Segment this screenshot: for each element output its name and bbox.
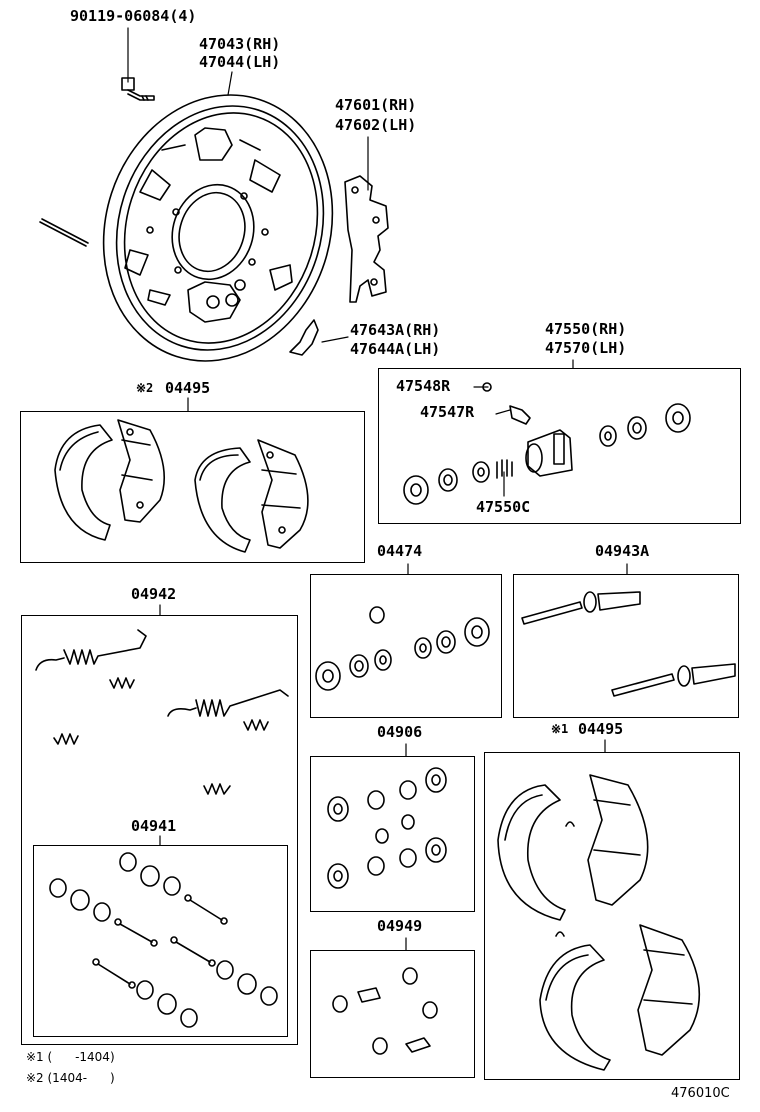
label-shoe-kit-top-mark: ※2 [136, 381, 154, 395]
label-plate-lh: 47044(LH) [199, 53, 281, 71]
label-cap: 47548R [396, 377, 451, 395]
label-bolt: 90119-06084(4) [70, 7, 197, 25]
label-bleeder: 47547R [420, 403, 475, 421]
diagram-code: 476010C [671, 1086, 730, 1101]
leader-lines [127, 27, 628, 951]
label-shoe-kit-top: 04495 [165, 379, 211, 397]
box-kit-04943a [513, 574, 739, 718]
shoe-set-bottom [497, 774, 701, 1071]
box-kit-04474 [310, 574, 502, 718]
kit-04906-parts [327, 767, 447, 889]
bolt-part [121, 77, 155, 101]
label-kit-04942: 04942 [131, 585, 177, 603]
clip-part [289, 319, 319, 356]
label-kit-04941: 04941 [131, 817, 177, 835]
label-cyl-rh: 47550(RH) [545, 320, 627, 338]
label-lever-rh: 47601(RH) [335, 96, 417, 114]
label-plate-rh: 47043(RH) [199, 35, 281, 53]
backing-plate [102, 94, 334, 362]
footnote-1: ※1 ( -1404) [26, 1050, 115, 1064]
kit-04943a-parts [521, 591, 736, 697]
label-clip-lh: 47644A(LH) [350, 340, 441, 358]
box-shoe-kit-top [20, 411, 365, 563]
shoe-set-top [54, 419, 309, 553]
lever-part [344, 175, 389, 303]
label-cup-kit: 47550C [476, 498, 531, 516]
kit-04942-parts [35, 629, 289, 795]
box-kit-04906 [310, 756, 475, 912]
kit-04941-parts [49, 852, 278, 1028]
label-cyl-lh: 47570(LH) [545, 339, 627, 357]
box-kit-04941 [33, 845, 288, 1037]
wheel-cylinder-parts [403, 382, 691, 505]
kit-04949-parts [332, 967, 438, 1055]
box-wheel-cylinder [378, 368, 741, 524]
label-kit-04906: 04906 [377, 723, 423, 741]
label-lever-lh: 47602(LH) [335, 116, 417, 134]
box-kit-04949 [310, 950, 475, 1078]
box-shoe-kit-bottom [484, 752, 740, 1080]
stud-part [39, 218, 89, 247]
box-kit-04942 [21, 615, 298, 1045]
label-kit-04949: 04949 [377, 917, 423, 935]
label-clip-rh: 47643A(RH) [350, 321, 441, 339]
label-kit-04943a: 04943A [595, 542, 650, 560]
kit-04474-parts [315, 606, 490, 691]
label-kit-04474: 04474 [377, 542, 423, 560]
label-shoe-kit-bottom: 04495 [578, 720, 624, 738]
label-shoe-kit-bottom-mark: ※1 [551, 722, 569, 736]
footnote-2: ※2 (1404- ) [26, 1071, 115, 1085]
